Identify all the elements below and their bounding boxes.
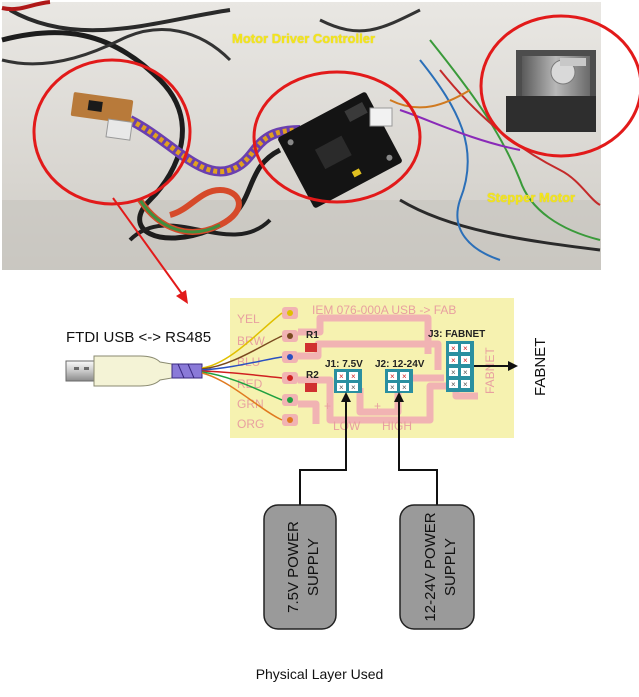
- fabnet-output-label: FABNET: [532, 337, 549, 396]
- figure-caption: Physical Layer Used: [255, 666, 384, 682]
- usb-plug: [65, 360, 95, 382]
- svg-text:×: ×: [463, 356, 468, 365]
- svg-text:×: ×: [451, 356, 456, 365]
- resistor-r2: [305, 383, 317, 392]
- ftdi-label: FTDI USB <-> RS485: [66, 329, 212, 346]
- svg-text:×: ×: [402, 372, 407, 381]
- schematic: YEL BRW BLU RED GRN ORG R1 R2 IEM 076-00…: [65, 298, 518, 630]
- resistor-r2-label: R2: [306, 370, 319, 381]
- svg-text:×: ×: [390, 372, 395, 381]
- resistor-r1-label: R1: [306, 330, 319, 341]
- svg-text:×: ×: [351, 372, 356, 381]
- wire-label-yel: YEL: [237, 312, 260, 326]
- stepper-label: Stepper Motor: [487, 190, 576, 205]
- rs485-wires: [201, 312, 283, 421]
- controller-label: Motor Driver Controller: [232, 31, 376, 46]
- svg-text:+: +: [324, 399, 331, 413]
- psu1-line2: SUPPLY: [305, 538, 322, 596]
- board-fabnet-vertical: FABNET: [483, 347, 497, 394]
- svg-text:×: ×: [390, 383, 395, 392]
- power-supply-7-5v: 7.5V POWER SUPPLY: [263, 504, 337, 630]
- j1-label: J1: 7.5V: [325, 359, 363, 370]
- svg-text:×: ×: [339, 372, 344, 381]
- j3-label: J3: FABNET: [428, 329, 485, 340]
- psu2-line1: 12-24V POWER: [422, 512, 439, 621]
- pointer-arrow-head: [176, 290, 188, 304]
- svg-text:×: ×: [451, 380, 456, 389]
- board-title: IEM 076-000A USB -> FAB: [312, 303, 456, 317]
- wire-label-blu: BLU: [237, 355, 260, 369]
- wire-label-grn: GRN: [237, 397, 264, 411]
- pointer-arrow: [112, 197, 186, 299]
- j2-label: J2: 12-24V: [375, 359, 425, 370]
- usb-cable-body: [93, 355, 173, 387]
- wire-label-org: ORG: [237, 417, 264, 431]
- svg-text:×: ×: [339, 383, 344, 392]
- svg-text:×: ×: [463, 380, 468, 389]
- power-supply-12-24v: 12-24V POWER SUPPLY: [399, 504, 475, 630]
- svg-text:×: ×: [463, 368, 468, 377]
- hardware-photo: [1, 0, 639, 270]
- psu2-line2: SUPPLY: [442, 538, 459, 596]
- wire-label-red: RED: [237, 377, 263, 391]
- svg-text:+: +: [374, 399, 381, 413]
- usb-cable-sleeve: [171, 363, 203, 379]
- usb-cable: [65, 355, 203, 387]
- svg-text:×: ×: [402, 383, 407, 392]
- psu1-line1: 7.5V POWER: [285, 521, 302, 613]
- highlight-circle-controller: [252, 70, 422, 204]
- svg-text:×: ×: [463, 344, 468, 353]
- svg-text:×: ×: [451, 344, 456, 353]
- highlight-circle-motor: [479, 14, 639, 158]
- low-label: LOW: [333, 419, 361, 433]
- psu1-wire: [299, 394, 347, 505]
- svg-text:×: ×: [351, 383, 356, 392]
- high-label: HIGH: [382, 419, 412, 433]
- highlight-circle-ftdi: [32, 58, 192, 206]
- svg-text:×: ×: [451, 368, 456, 377]
- resistor-r1: [305, 343, 317, 352]
- psu2-wire: [398, 394, 438, 505]
